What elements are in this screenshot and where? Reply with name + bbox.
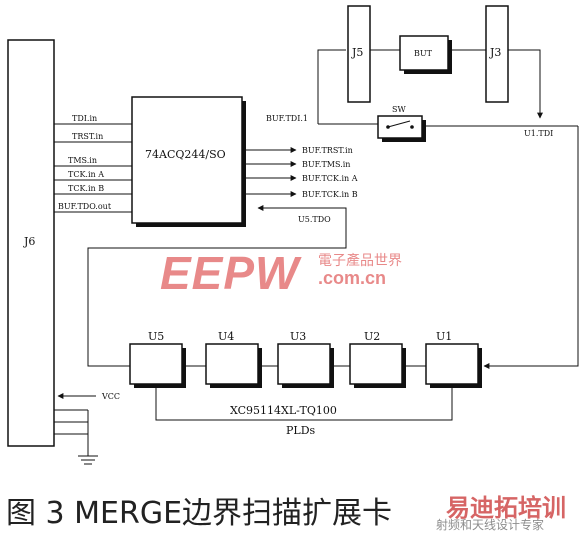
ground-symbol — [54, 409, 98, 465]
tms-in-label: TMS.in — [68, 156, 97, 165]
j3-connector — [485, 5, 509, 103]
pld-u5 — [129, 343, 186, 388]
tdi-in-label: TDI.in — [72, 114, 97, 123]
buf-trst-in-label: BUF.TRST.in — [302, 146, 353, 155]
u1-label: U1 — [436, 330, 452, 343]
j5-connector — [347, 5, 371, 103]
sw-switch — [377, 115, 423, 139]
buffer-chip — [131, 96, 243, 224]
figure-caption: 图 3 MERGE边界扫描扩展卡 — [6, 496, 393, 531]
plds-label: PLDs — [286, 424, 316, 437]
pld-u2 — [349, 343, 406, 388]
eepw-watermark-cn: 電子產品世界 — [318, 253, 402, 269]
tck-in-b-label: TCK.in B — [68, 184, 104, 193]
buf-tck-in-a-label: BUF.TCK.in A — [302, 174, 358, 183]
pld-u1 — [425, 343, 482, 388]
u5-tdo-label: U5.TDO — [298, 215, 331, 224]
site-watermark-sub: 射频和天线设计专家 — [436, 518, 545, 532]
j6-connector — [7, 39, 55, 447]
buf-tdi-label: BUF.TDI.1 — [266, 114, 308, 123]
j3-label: J3 — [489, 46, 501, 59]
pld-u3 — [277, 343, 334, 388]
site-watermark: 易迪拓培训 — [446, 494, 566, 522]
eepw-watermark: EEPW — [160, 247, 300, 299]
tck-in-a-label: TCK.in A — [68, 170, 104, 179]
u2-label: U2 — [364, 330, 380, 343]
vcc-label: VCC — [101, 392, 120, 401]
pld-u4 — [205, 343, 262, 388]
pld-part-label: XC95114XL-TQ100 — [230, 404, 337, 417]
u1-tdi-label: U1.TDI — [524, 129, 553, 138]
chip-label: 74ACQ244/SO — [145, 148, 226, 161]
buf-tms-in-label: BUF.TMS.in — [302, 160, 350, 169]
but-label: BUT — [414, 49, 433, 58]
j5-label: J5 — [351, 46, 363, 59]
trst-in-label: TRST.in — [72, 132, 103, 141]
u5-label: U5 — [148, 330, 164, 343]
sw-label: SW — [392, 105, 406, 114]
buf-tck-in-b-label: BUF.TCK.in B — [302, 190, 358, 199]
eepw-watermark-url: .com.cn — [318, 268, 387, 288]
u3-label: U3 — [290, 330, 306, 343]
j6-label: J6 — [23, 235, 35, 248]
buf-tdo-out-label: BUF.TDO.out — [58, 202, 112, 211]
u4-label: U4 — [218, 330, 234, 343]
but-block — [399, 35, 449, 71]
